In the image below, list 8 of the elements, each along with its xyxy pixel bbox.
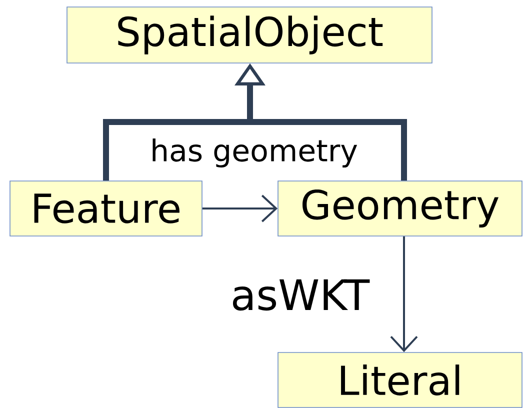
- arrow: [390, 236, 418, 352]
- class-box: Feature: [10, 180, 202, 236]
- class-box: Literal: [278, 352, 522, 408]
- edge-label: has geometry: [152, 138, 358, 168]
- arrow: [202, 194, 278, 222]
- edge-label: asWKT: [232, 279, 370, 311]
- class-box: Geometry: [278, 180, 522, 236]
- class-box: SpatialObject: [66, 6, 432, 64]
